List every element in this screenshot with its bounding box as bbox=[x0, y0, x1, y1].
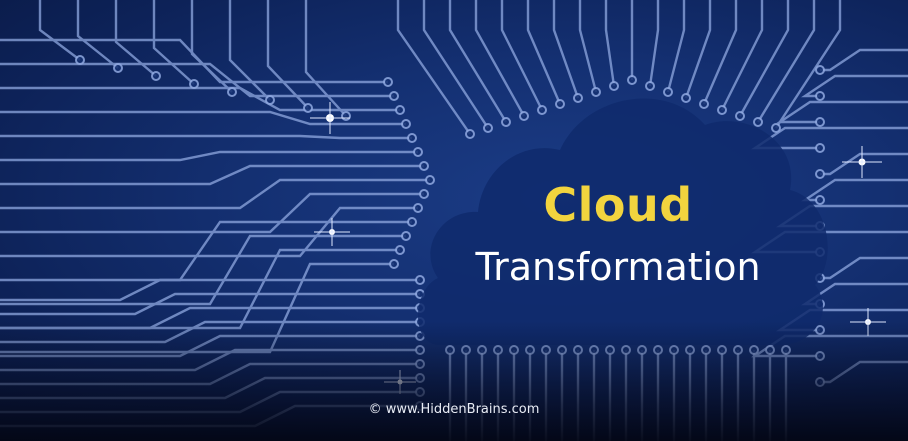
circuit-pad bbox=[407, 217, 417, 227]
light-flare-icon bbox=[842, 146, 882, 178]
circuit-pad bbox=[227, 87, 237, 97]
circuit-trace bbox=[422, 0, 490, 129]
copyright-text: © www.HiddenBrains.com bbox=[368, 402, 540, 417]
circuit-pad bbox=[413, 203, 423, 213]
circuit-trace bbox=[0, 220, 412, 282]
circuit-pad bbox=[389, 91, 399, 101]
circuit-pad bbox=[419, 189, 429, 199]
circuit-pad bbox=[465, 129, 475, 139]
circuit-pad bbox=[627, 75, 637, 85]
circuit-pad bbox=[663, 87, 673, 97]
circuit-pad bbox=[815, 169, 825, 179]
circuit-trace bbox=[604, 0, 616, 87]
circuit-trace bbox=[396, 0, 471, 135]
circuit-pad bbox=[815, 195, 825, 205]
circuit-trace bbox=[820, 256, 908, 280]
circuit-trace bbox=[684, 0, 712, 99]
circuit-trace bbox=[801, 74, 908, 98]
light-flare-icon bbox=[314, 218, 350, 246]
circuit-pad bbox=[265, 95, 275, 105]
circuit-trace bbox=[702, 0, 738, 105]
circuit-trace bbox=[0, 38, 388, 84]
circuit-pad bbox=[501, 117, 511, 127]
circuit-pad bbox=[753, 117, 763, 127]
circuit-trace bbox=[0, 248, 400, 330]
circuit-pad bbox=[395, 105, 405, 115]
circuit-pad bbox=[681, 93, 691, 103]
circuit-trace bbox=[448, 0, 508, 123]
circuit-trace bbox=[648, 0, 660, 87]
circuit-pad bbox=[815, 117, 825, 127]
title-cloud: Cloud bbox=[543, 178, 693, 232]
circuit-pad bbox=[771, 123, 781, 133]
circuit-trace bbox=[0, 192, 424, 234]
circuit-pad bbox=[555, 99, 565, 109]
circuit-pad bbox=[395, 245, 405, 255]
circuit-trace bbox=[0, 134, 412, 140]
circuit-pad bbox=[413, 147, 423, 157]
circuit-pad bbox=[419, 161, 429, 171]
circuit-trace bbox=[0, 110, 406, 126]
light-flare-icon bbox=[310, 102, 350, 134]
circuit-trace bbox=[114, 0, 157, 77]
circuit-trace bbox=[500, 0, 544, 111]
circuit-pad bbox=[189, 79, 199, 89]
circuit-trace bbox=[0, 150, 418, 162]
circuit-trace bbox=[0, 164, 424, 186]
circuit-trace bbox=[76, 0, 119, 69]
circuit-trace bbox=[0, 62, 394, 98]
circuit-pad bbox=[151, 71, 161, 81]
circuit-pad bbox=[401, 119, 411, 129]
circuit-trace bbox=[756, 0, 816, 123]
circuit-pad bbox=[815, 143, 825, 153]
circuit-trace bbox=[266, 0, 309, 109]
circuit-pad bbox=[483, 123, 493, 133]
circuit-trace bbox=[774, 0, 842, 129]
circuit-trace bbox=[0, 178, 430, 210]
circuit-trace bbox=[228, 0, 271, 101]
circuit-pad bbox=[383, 77, 393, 87]
circuit-trace bbox=[526, 0, 562, 105]
circuit-trace bbox=[720, 0, 764, 111]
circuit-pad bbox=[573, 93, 583, 103]
circuit-trace bbox=[152, 0, 195, 85]
circuit-pad bbox=[591, 87, 601, 97]
circuit-pad bbox=[401, 231, 411, 241]
circuit-trace bbox=[474, 0, 526, 117]
circuit-pad bbox=[407, 133, 417, 143]
circuit-pad bbox=[75, 55, 85, 65]
circuit-pad bbox=[537, 105, 547, 115]
title-transformation: Transformation bbox=[475, 245, 761, 289]
circuit-trace bbox=[0, 292, 420, 316]
circuit-pad bbox=[113, 63, 123, 73]
circuit-pad bbox=[389, 259, 399, 269]
circuit-pad bbox=[425, 175, 435, 185]
circuit-trace bbox=[190, 0, 233, 93]
circuit-trace bbox=[776, 100, 908, 124]
circuit-pad bbox=[735, 111, 745, 121]
circuit-pad bbox=[699, 99, 709, 109]
circuit-pad bbox=[519, 111, 529, 121]
circuit-trace bbox=[304, 0, 347, 117]
circuit-pad bbox=[815, 91, 825, 101]
circuit-trace bbox=[820, 48, 908, 72]
circuit-trace bbox=[0, 278, 420, 302]
circuit-trace bbox=[578, 0, 598, 93]
circuit-pad bbox=[415, 275, 425, 285]
circuit-trace bbox=[738, 0, 790, 117]
bottom-gradient-overlay bbox=[0, 321, 908, 441]
cloud-shape bbox=[418, 98, 828, 346]
circuit-trace bbox=[0, 234, 406, 306]
circuit-trace bbox=[666, 0, 686, 93]
circuit-pad bbox=[303, 103, 313, 113]
circuit-pad bbox=[815, 65, 825, 75]
circuit-trace bbox=[552, 0, 580, 99]
circuit-pad bbox=[609, 81, 619, 91]
circuit-pad bbox=[645, 81, 655, 91]
circuit-trace bbox=[38, 0, 81, 61]
circuit-pad bbox=[717, 105, 727, 115]
circuit-trace bbox=[801, 178, 908, 202]
